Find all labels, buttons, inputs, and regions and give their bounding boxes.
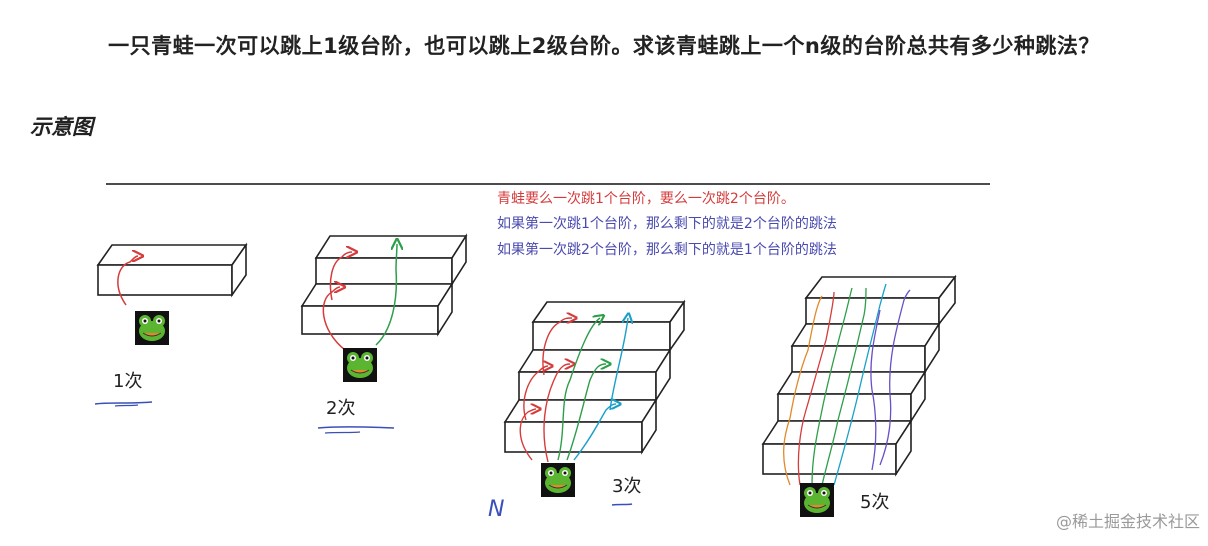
- stairs-example-4: [761, 274, 957, 477]
- frog-icon: [342, 347, 378, 383]
- note-red: 青蛙要么一次跳1个台阶，要么一次跳2个台阶。: [497, 191, 795, 207]
- count-label-3: 3次: [612, 476, 641, 497]
- frog-icon: [540, 462, 576, 498]
- count-label-4: 5次: [860, 492, 889, 513]
- frog-icon: [799, 482, 835, 518]
- question-text: 一只青蛙一次可以跳上1级台阶，也可以跳上2级台阶。求该青蛙跳上一个n级的台阶总共…: [108, 34, 1100, 58]
- diagram-caption: 示意图: [30, 115, 93, 139]
- count-label-2: 2次: [326, 398, 355, 419]
- underline-scribble: [94, 401, 153, 405]
- jump-arrow: [117, 256, 138, 306]
- note-first-jump-1: 如果第一次跳1个台阶，那么剩下的就是2个台阶的跳法: [497, 216, 837, 232]
- stairs-example-2: [300, 233, 468, 337]
- scribble-mark: N: [488, 497, 504, 522]
- frog-icon: [134, 310, 170, 346]
- count-label-1: 1次: [113, 371, 142, 392]
- note-first-jump-2: 如果第一次跳2个台阶，那么剩下的就是1个台阶的跳法: [497, 242, 837, 258]
- watermark: @稀土掘金技术社区: [1055, 512, 1200, 531]
